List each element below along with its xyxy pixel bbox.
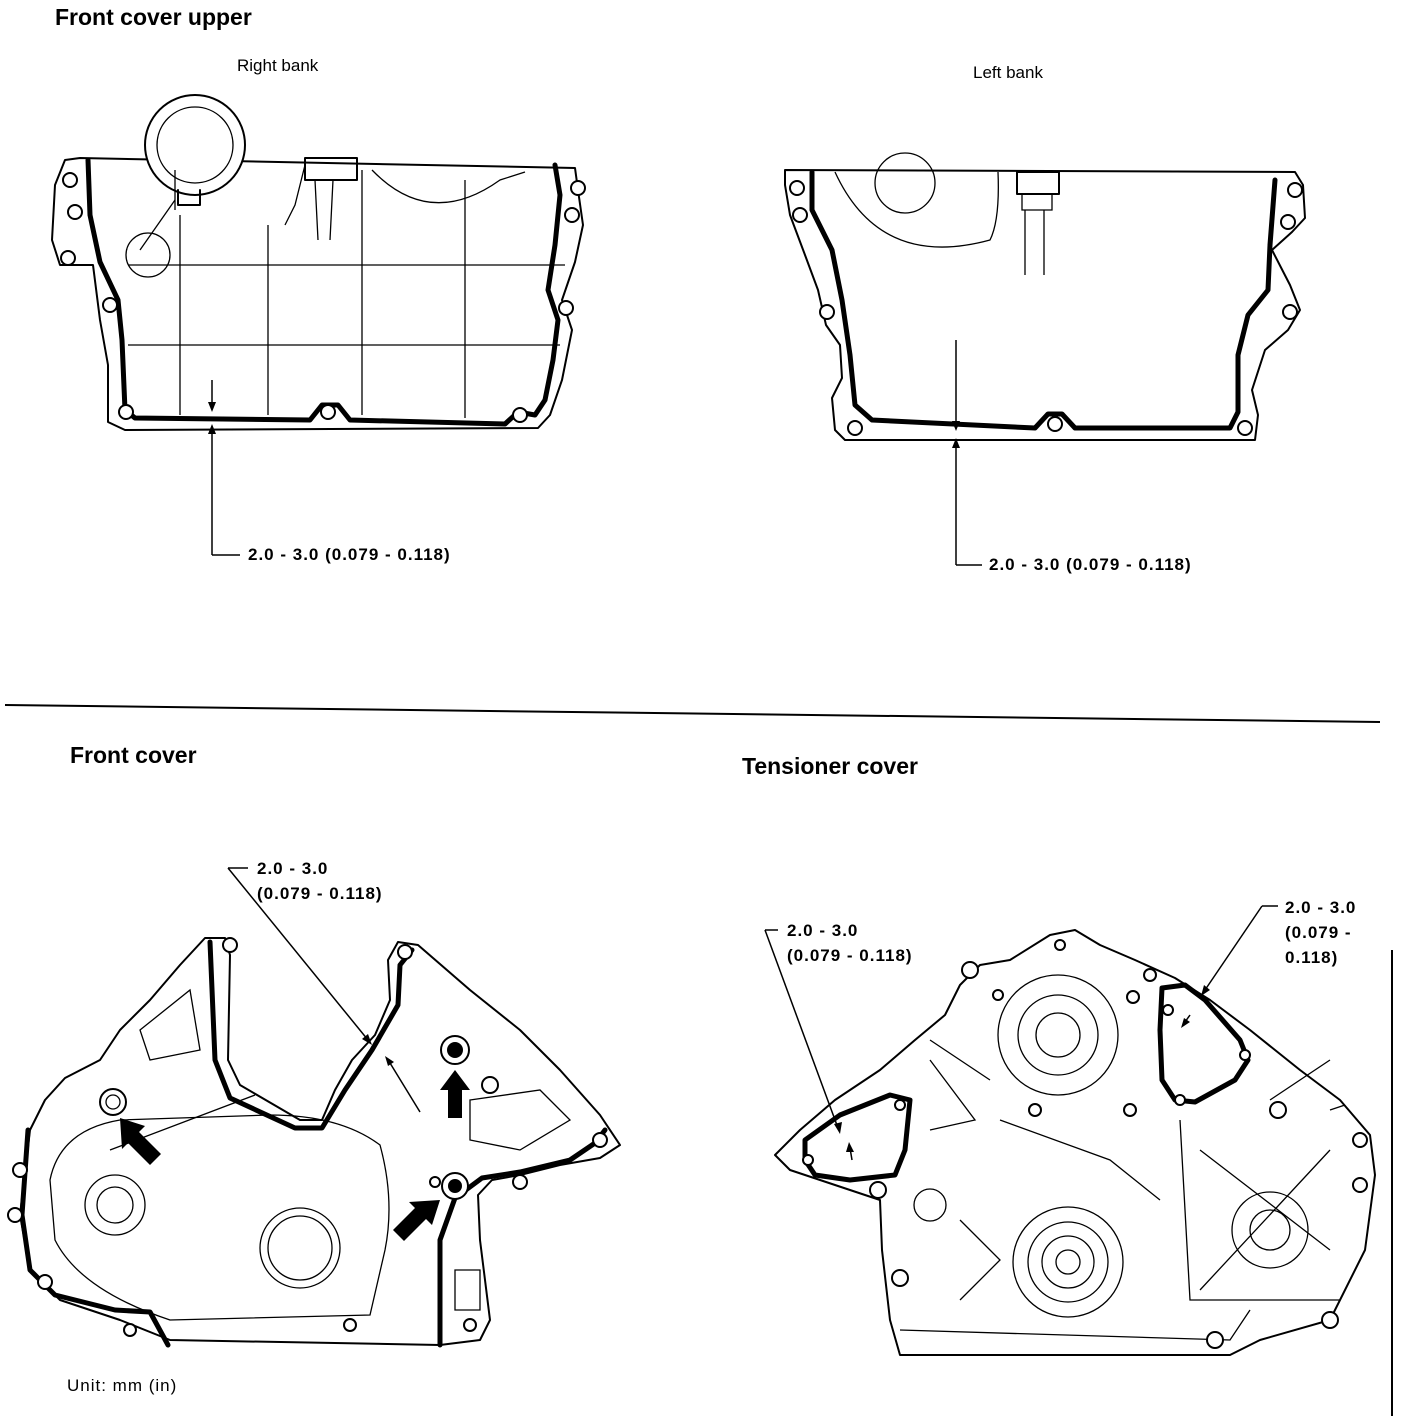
right-bank-dimension: 2.0 - 3.0 (0.079 - 0.118)	[248, 545, 451, 564]
tensioner-right-dimension-in-a: (0.079 -	[1285, 923, 1352, 942]
left-bank-cover-drawing	[784, 152, 1306, 566]
left-bank-label: Left bank	[973, 63, 1043, 82]
front-cover-dimension-in: (0.079 - 0.118)	[257, 884, 383, 903]
front-cover-drawing	[7, 867, 621, 1348]
tensioner-left-dimension-in: (0.079 - 0.118)	[787, 946, 913, 965]
front-cover-dimension: 2.0 - 3.0 (0.079 - 0.118)	[257, 856, 383, 906]
section-divider	[4, 704, 1381, 723]
tensioner-right-dimension: 2.0 - 3.0 (0.079 - 0.118)	[1285, 895, 1356, 970]
tensioner-left-dimension-mm: 2.0 - 3.0	[787, 921, 859, 940]
front-cover-arrow-left	[120, 1118, 161, 1165]
front-cover-arrow-lower	[393, 1200, 440, 1241]
front-cover-upper-title: Front cover upper	[55, 4, 252, 30]
tensioner-right-dimension-in-b: 0.118)	[1285, 948, 1339, 967]
right-bank-cover-drawing	[51, 94, 586, 556]
tensioner-left-dimension: 2.0 - 3.0 (0.079 - 0.118)	[787, 918, 913, 968]
front-cover-arrow-upper	[440, 1070, 470, 1118]
right-bank-label: Right bank	[237, 56, 319, 75]
front-cover-title: Front cover	[70, 742, 197, 768]
tensioner-cover-title: Tensioner cover	[742, 753, 918, 779]
tensioner-cover-drawing	[764, 905, 1376, 1356]
left-bank-dimension: 2.0 - 3.0 (0.079 - 0.118)	[989, 555, 1192, 574]
front-cover-dimension-mm: 2.0 - 3.0	[257, 859, 329, 878]
tensioner-right-dimension-mm: 2.0 - 3.0	[1285, 898, 1357, 917]
unit-note: Unit: mm (in)	[67, 1376, 178, 1395]
